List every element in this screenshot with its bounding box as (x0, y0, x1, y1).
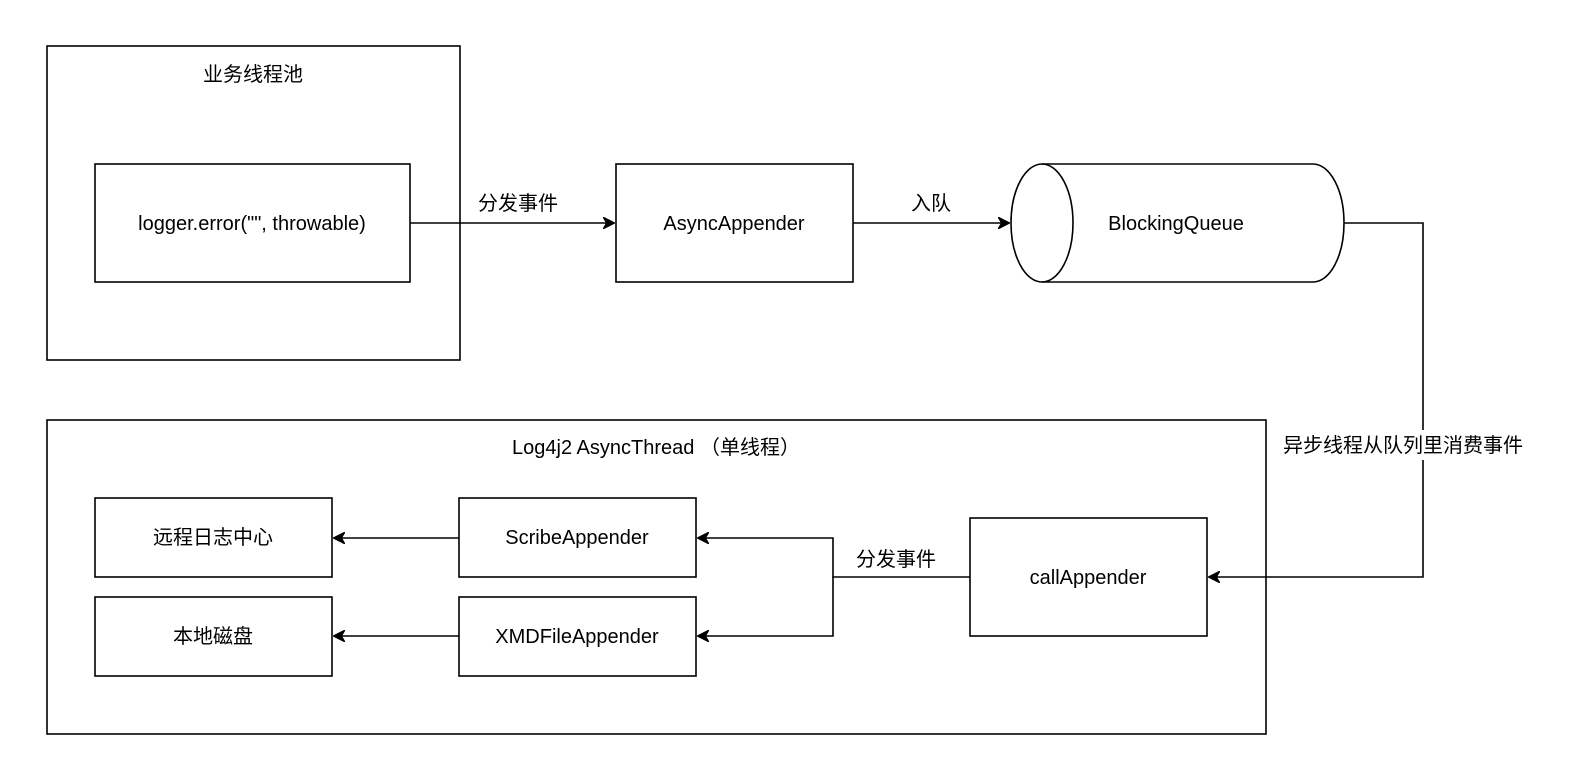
blocking-queue-node: BlockingQueue (1010, 163, 1345, 283)
call-appender-label: callAppender (1030, 567, 1147, 589)
call-appender-node: callAppender (969, 517, 1208, 637)
async-appender-label: AsyncAppender (663, 213, 805, 235)
edge-label-dispatch-top: 分发事件 (478, 192, 558, 215)
edge-label-dispatch-bottom: 分发事件 (856, 548, 936, 571)
blocking-queue-label: BlockingQueue (1108, 213, 1244, 235)
local-disk-node: 本地磁盘 (94, 596, 333, 677)
xmd-file-appender-label: XMDFileAppender (495, 626, 659, 648)
xmd-file-appender-node: XMDFileAppender (458, 596, 697, 677)
remote-log-center-node: 远程日志中心 (94, 497, 333, 578)
async-appender-node: AsyncAppender (615, 163, 854, 283)
async-thread-title: Log4j2 AsyncThread （单线程） (512, 436, 800, 459)
scribe-appender-node: ScribeAppender (458, 497, 697, 578)
edge-label-enqueue: 入队 (911, 192, 951, 215)
edge-async-consume: 异步线程从队列里消费事件 (1209, 222, 1534, 577)
edge-enqueue: 入队 (853, 192, 1009, 223)
logger-call-label: logger.error("", throwable) (138, 213, 366, 235)
remote-log-center-label: 远程日志中心 (153, 526, 273, 549)
business-thread-pool-title: 业务线程池 (203, 63, 303, 86)
edge-label-async-consume: 异步线程从队列里消费事件 (1283, 434, 1523, 457)
logger-call-node: logger.error("", throwable) (94, 163, 411, 283)
local-disk-label: 本地磁盘 (173, 625, 253, 648)
edge-dispatch-to-appenders: 分发事件 (698, 538, 970, 636)
edge-dispatch-to-async-appender: 分发事件 (410, 192, 614, 223)
scribe-appender-label: ScribeAppender (505, 527, 649, 549)
